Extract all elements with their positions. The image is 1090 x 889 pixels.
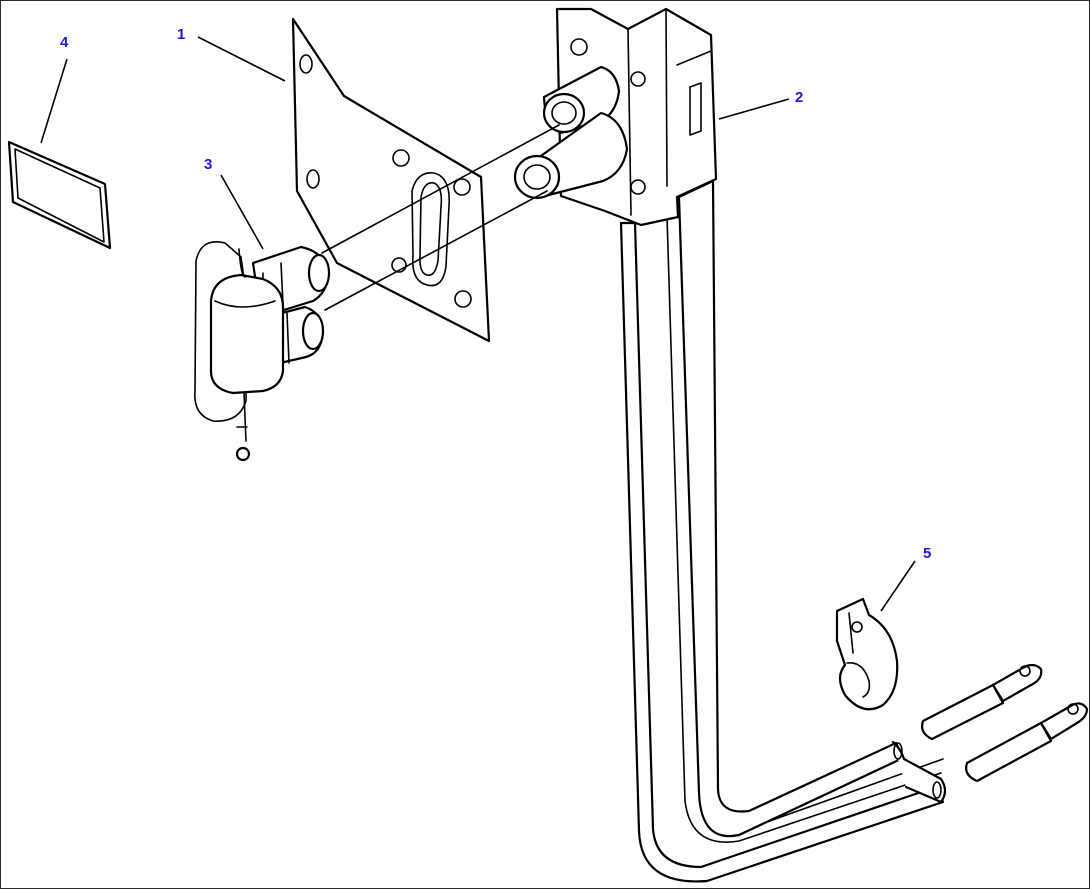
label-plate-part-4 [7,140,112,250]
leader-line-1 [197,36,286,82]
leader-line-5 [880,560,916,612]
callout-label-1: 1 [177,26,185,43]
callout-label-3: 3 [204,156,212,173]
leader-lines [40,36,916,612]
mounting-plate-part-1 [291,17,491,343]
cable-terminals [920,663,1089,783]
leader-line-2 [718,98,790,120]
callout-label-2: 2 [795,89,803,106]
callout-label-4: 4 [60,34,69,51]
clamp-part-5 [835,597,899,711]
callout-label-5: 5 [923,545,931,562]
assembly-lines [321,124,560,311]
plug-connector-part-3 [194,241,331,462]
leader-line-4 [40,58,68,144]
harness-assembly-part-2 [513,7,947,883]
leader-line-3 [220,174,264,250]
